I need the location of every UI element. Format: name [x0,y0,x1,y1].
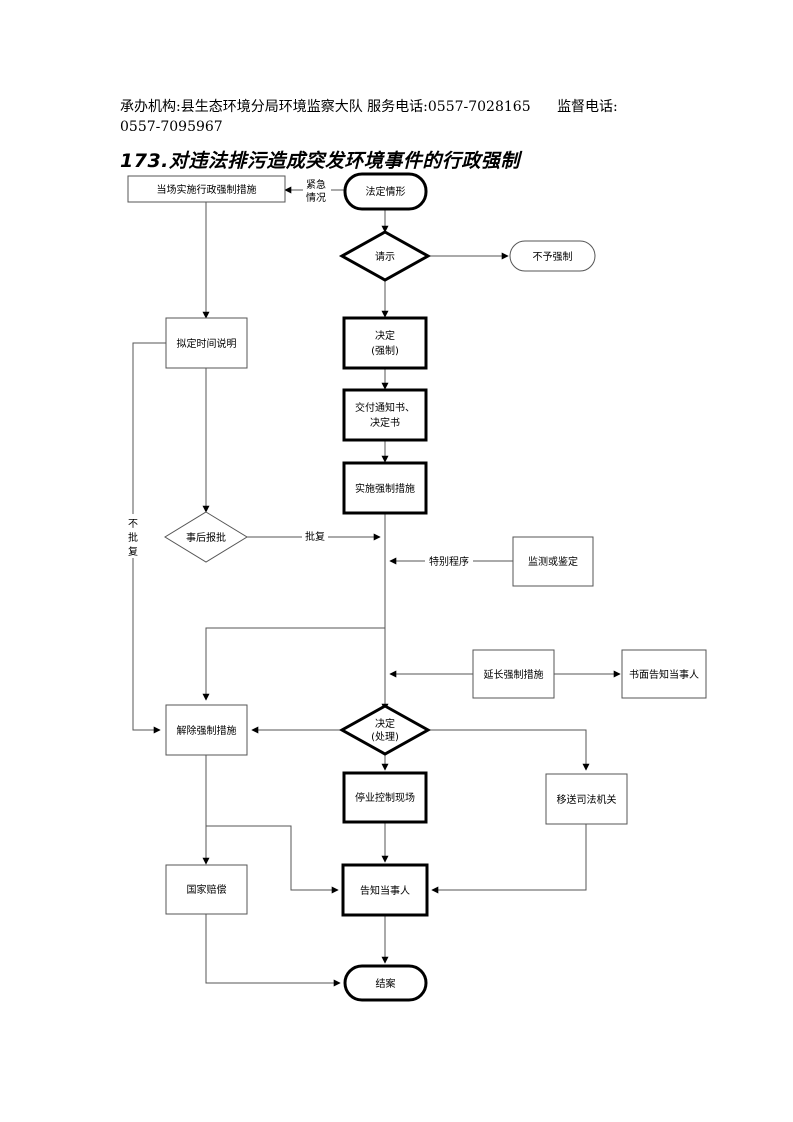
arrow-handle-to-transfer [428,729,590,771]
node-close-case: 结案 [343,964,428,1002]
page-title: 173.对违法排污造成突发环境事件的行政强制 [120,150,520,172]
label-emergency-2: 情况 [306,191,326,204]
svg-text:延长强制措施: 延长强制措施 [484,668,544,681]
node-written-notice: 书面告知当事人 [621,649,707,699]
svg-text:请示: 请示 [375,250,395,263]
node-onsite-measures: 当场实施行政强制措施 [127,175,286,203]
label-not-approved-3: 复 [128,545,138,558]
node-draft-explanation: 拟定时间说明 [165,317,248,369]
arrow-branch-to-release [202,627,385,701]
node-transfer-judicial: 移送司法机关 [545,773,628,825]
svg-text:实施强制措施: 实施强制措施 [355,482,415,495]
svg-text:决定: 决定 [375,717,395,730]
svg-text:法定情形: 法定情形 [366,185,406,198]
node-decision-enforce: 决定 (强制) [342,316,428,370]
svg-text:决定: 决定 [375,329,395,342]
node-monitoring: 监测或鉴定 [512,536,594,587]
node-legal-situation: 法定情形 [343,172,428,211]
svg-text:当场实施行政强制措施: 当场实施行政强制措施 [157,183,257,196]
node-extend-measures: 延长强制措施 [472,649,555,699]
node-implement-measures: 实施强制措施 [342,461,428,515]
svg-text:移送司法机关: 移送司法机关 [557,793,617,806]
svg-text:告知当事人: 告知当事人 [360,884,410,897]
label-special-procedure: 特别程序 [429,555,469,568]
svg-text:停业控制现场: 停业控制现场 [355,791,415,804]
node-no-enforcement: 不予强制 [509,240,596,272]
svg-text:不予强制: 不予强制 [533,250,573,263]
svg-text:交付通知书、: 交付通知书、 [355,401,415,414]
arrow-release-to-notify [205,755,339,894]
supervision-number: 0557-7095967 [120,119,223,135]
org-name: 承办机构:县生态环境分局环境监察大队 [120,99,363,115]
supervision-label: 监督电话: [557,99,618,115]
node-post-approval: 事后报批 [164,511,248,563]
svg-text:国家赔偿: 国家赔偿 [187,883,227,896]
svg-text:解除强制措施: 解除强制措施 [177,724,237,737]
svg-text:决定书: 决定书 [370,416,400,429]
node-stop-control: 停业控制现场 [342,771,428,824]
node-decision-handle: 决定 (处理) [338,704,432,756]
connectors [132,186,621,987]
service-phone: 服务电话:0557-7028165 [367,99,531,115]
label-not-approved: 不 [128,519,138,530]
svg-text:事后报批: 事后报批 [186,531,226,544]
arrow-transfer-to-notify [431,824,587,894]
label-emergency: 紧急 [306,178,326,191]
node-notify-party: 告知当事人 [341,863,429,917]
svg-text:(处理): (处理) [371,731,399,743]
arrow-compensation-to-close [205,914,341,987]
svg-text:监测或鉴定: 监测或鉴定 [528,555,578,568]
svg-text:拟定时间说明: 拟定时间说明 [177,337,237,350]
node-deliver-notice: 交付通知书、 决定书 [342,388,428,442]
label-not-approved-2: 批 [128,531,138,544]
node-state-compensation: 国家赔偿 [165,864,248,915]
node-release-measures: 解除强制措施 [165,704,248,756]
svg-text:书面告知当事人: 书面告知当事人 [629,668,699,681]
label-approve: 批复 [305,530,325,543]
header-info: 承办机构:县生态环境分局环境监察大队 服务电话:0557-7028165 监督电… [120,97,720,137]
node-request: 请示 [338,230,432,282]
edge-labels: 紧急 情况 批复 特别程序 不 批 复 [126,178,473,568]
svg-text:结案: 结案 [376,977,396,990]
svg-text:(强制): (强制) [371,344,399,357]
